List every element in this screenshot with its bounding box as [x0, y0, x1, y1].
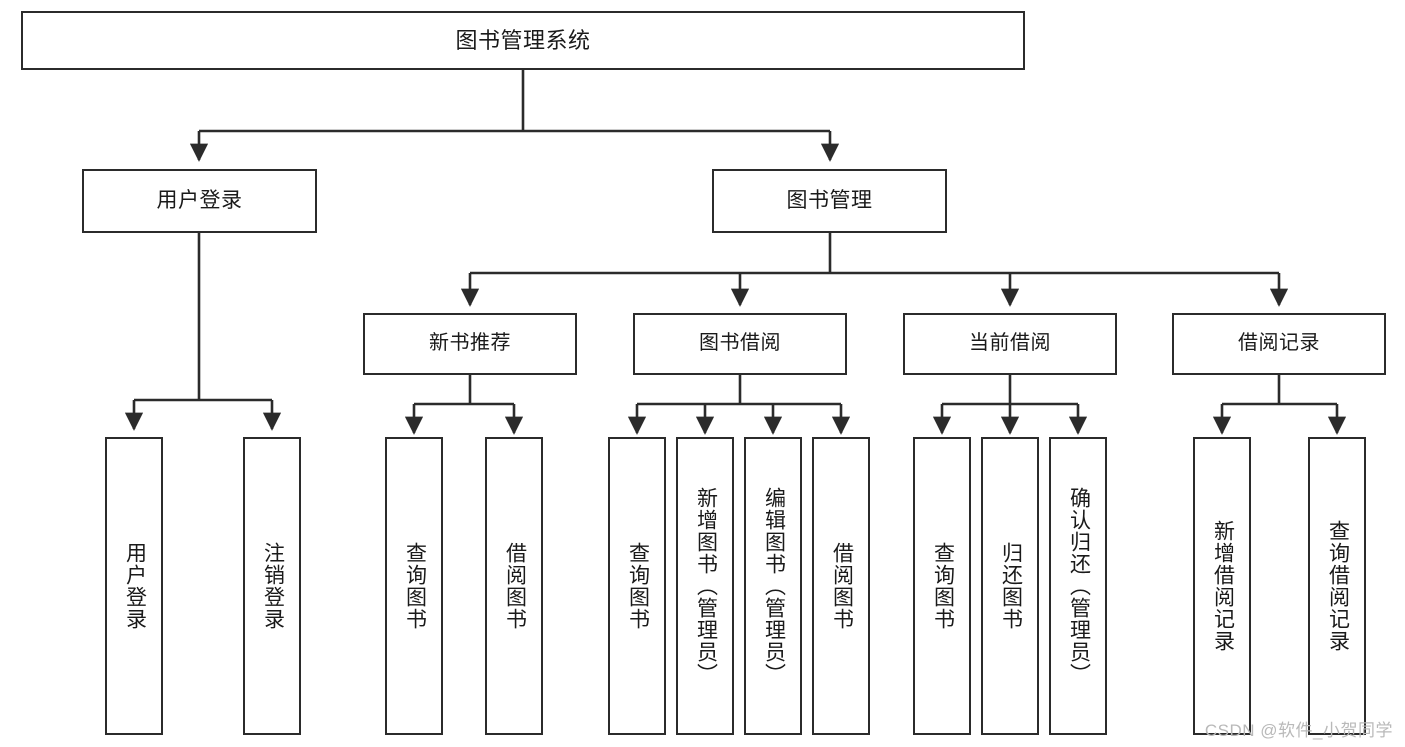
node-label: 注销登录: [261, 542, 285, 630]
node-label: 借阅图书: [830, 542, 854, 630]
leaf-recommend-query-book[interactable]: 查询图书: [385, 437, 443, 735]
node-borrow-record[interactable]: 借阅记录: [1172, 313, 1386, 375]
leaf-borrow-edit-book-admin[interactable]: 编辑图书（管理员）: [744, 437, 802, 735]
leaf-record-query-record[interactable]: 查询借阅记录: [1308, 437, 1366, 735]
node-label: 借阅图书: [503, 542, 527, 630]
node-label: 归还图书: [999, 542, 1023, 630]
node-label: 借阅记录: [1238, 332, 1320, 355]
leaf-current-return-book[interactable]: 归还图书: [981, 437, 1039, 735]
node-label: 编辑图书（管理员）: [762, 487, 786, 685]
leaf-current-query-book[interactable]: 查询图书: [913, 437, 971, 735]
node-label: 用户登录: [156, 188, 243, 212]
node-label: 图书管理系统: [455, 27, 591, 53]
node-new-book-recommend[interactable]: 新书推荐: [363, 313, 577, 375]
leaf-recommend-borrow-book[interactable]: 借阅图书: [485, 437, 543, 735]
node-label: 用户登录: [123, 542, 147, 630]
leaf-record-add-record[interactable]: 新增借阅记录: [1193, 437, 1251, 735]
node-label: 图书管理: [786, 188, 873, 212]
node-root-system[interactable]: 图书管理系统: [21, 11, 1025, 70]
leaf-borrow-add-book-admin[interactable]: 新增图书（管理员）: [676, 437, 734, 735]
node-label: 图书借阅: [699, 332, 781, 355]
node-label: 查询图书: [931, 542, 955, 630]
node-label: 确认归还（管理员）: [1067, 487, 1091, 685]
node-user-login[interactable]: 用户登录: [82, 169, 317, 233]
node-book-borrow[interactable]: 图书借阅: [633, 313, 847, 375]
node-current-borrow[interactable]: 当前借阅: [903, 313, 1117, 375]
node-label: 查询图书: [403, 542, 427, 630]
node-label: 查询图书: [626, 542, 650, 630]
leaf-borrow-query-book[interactable]: 查询图书: [608, 437, 666, 735]
node-label: 新增借阅记录: [1211, 520, 1235, 652]
csdn-watermark: CSDN @软件_小贺同学: [1204, 721, 1393, 740]
node-label: 当前借阅: [969, 332, 1051, 355]
node-book-management[interactable]: 图书管理: [712, 169, 947, 233]
leaf-user-login-logout[interactable]: 注销登录: [243, 437, 301, 735]
leaf-borrow-borrow-book[interactable]: 借阅图书: [812, 437, 870, 735]
node-label: 新增图书（管理员）: [694, 487, 718, 685]
leaf-user-login-login[interactable]: 用户登录: [105, 437, 163, 735]
node-label: 查询借阅记录: [1326, 520, 1350, 652]
node-label: 新书推荐: [429, 332, 511, 355]
leaf-current-confirm-return-admin[interactable]: 确认归还（管理员）: [1049, 437, 1107, 735]
